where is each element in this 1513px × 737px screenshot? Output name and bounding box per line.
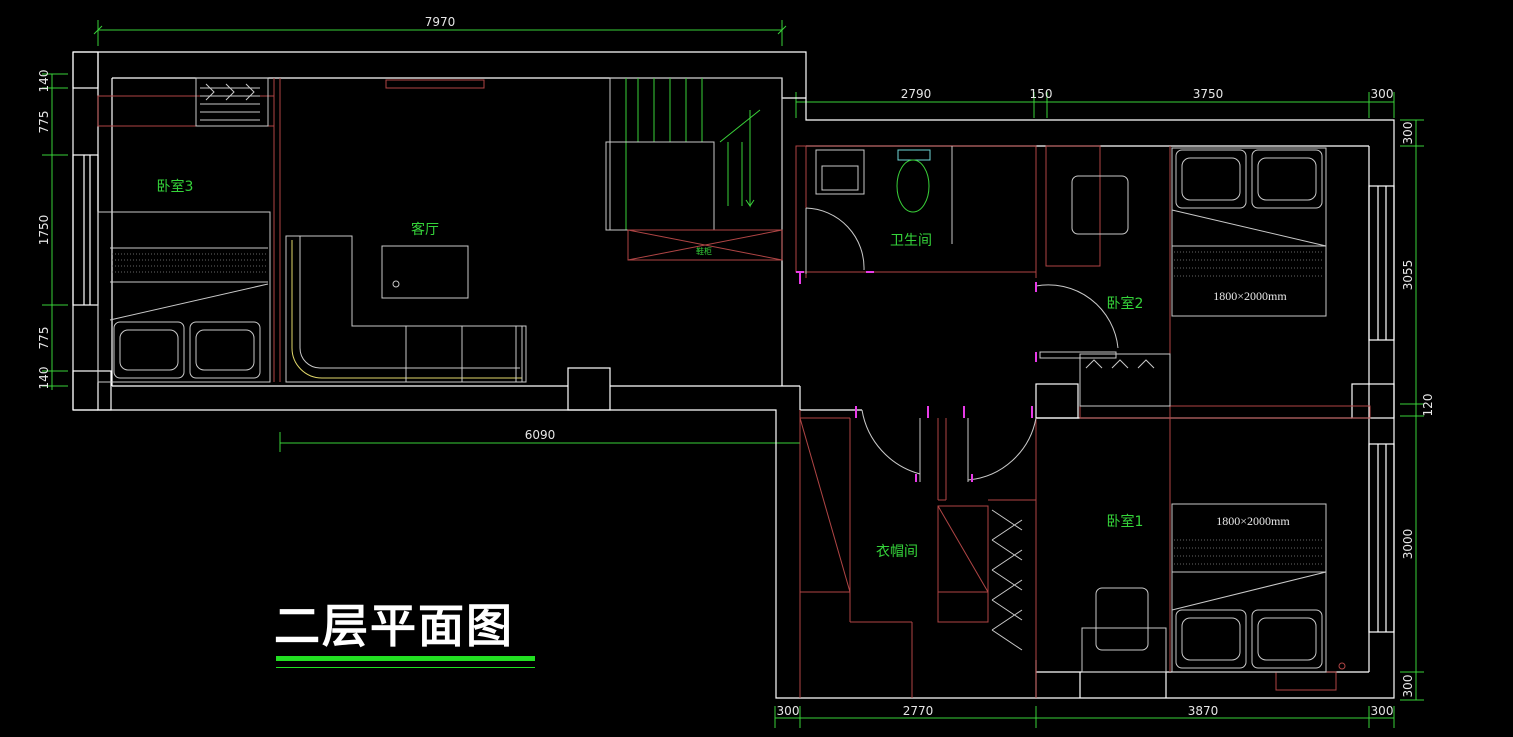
label-bedroom3: 卧室3 [157, 178, 194, 195]
dim-right-5: 300 [1401, 675, 1415, 698]
bedroom3-bed-pattern [112, 253, 266, 273]
bed-size-bedroom1: 1800×2000mm [1216, 514, 1290, 528]
label-bedroom2: 卧室2 [1107, 295, 1144, 312]
dim-top-right-1: 2790 [901, 87, 932, 101]
bedroom3-furniture [97, 77, 271, 383]
bedroom1-bed-pattern [1174, 539, 1324, 565]
title-underline [276, 656, 535, 661]
dim-right-1: 300 [1401, 122, 1415, 145]
interior-partitions [97, 78, 1371, 698]
dimension-labels: 7970 2790 150 3750 300 140 775 1750 775 … [37, 15, 1435, 718]
label-bathroom: 卫生间 [890, 233, 932, 249]
dim-right-3: 120 [1421, 394, 1435, 417]
bathroom-fixtures [795, 145, 1119, 349]
living-room-furniture [285, 77, 783, 383]
label-living-room: 客厅 [411, 221, 439, 238]
doors [799, 272, 1037, 482]
dim-bottom-4: 300 [1371, 704, 1394, 718]
bed-size-labels: 1800×2000mm 1800×2000mm [1213, 289, 1290, 528]
dim-left-1: 140 [37, 70, 51, 93]
title-underline-thin [276, 667, 535, 668]
room-labels: 卧室3 客厅 卫生间 卧室2 卧室1 衣帽间 鞋柜 [157, 178, 1144, 560]
dim-middle: 6090 [525, 428, 556, 442]
dim-bottom-2: 2770 [903, 704, 934, 718]
dim-top-right-2: 150 [1030, 87, 1053, 101]
bedroom2-furniture [1039, 147, 1327, 407]
label-shoe-cabinet: 鞋柜 [696, 246, 712, 256]
dim-top-right-3: 3750 [1193, 87, 1224, 101]
dim-bottom-1: 300 [777, 704, 800, 718]
dim-top-total: 7970 [425, 15, 456, 29]
dim-right-4: 3000 [1401, 529, 1415, 560]
dim-left-4: 775 [37, 327, 51, 350]
label-bedroom1: 卧室1 [1107, 513, 1144, 530]
bed-size-bedroom2: 1800×2000mm [1213, 289, 1287, 303]
dim-left-3: 1750 [37, 215, 51, 246]
dim-bottom-3: 3870 [1188, 704, 1219, 718]
walls [72, 51, 1395, 699]
drawing-title: 二层平面图 [274, 599, 514, 653]
dim-right-2: 3055 [1401, 260, 1415, 291]
dim-left-5: 140 [37, 367, 51, 390]
dim-left-2: 775 [37, 111, 51, 134]
dimension-lines [42, 20, 1424, 728]
bedroom1-furniture [991, 503, 1346, 673]
bedroom2-bed-pattern [1174, 251, 1324, 277]
dim-top-right-4: 300 [1371, 87, 1394, 101]
label-cloakroom: 衣帽间 [876, 544, 918, 560]
